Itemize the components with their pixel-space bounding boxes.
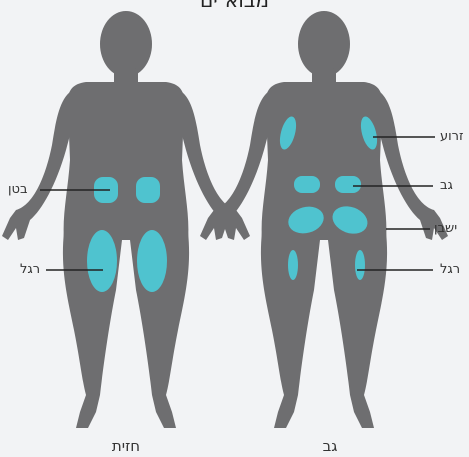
back-back-right-patch: [335, 176, 361, 193]
back-thigh-right-patch: [355, 250, 365, 280]
front-abdomen-right-patch: [136, 177, 160, 203]
label-back-arm: זרוע: [440, 130, 464, 144]
front-thigh-right-patch: [137, 230, 167, 292]
label-front-abdomen: בטן: [8, 183, 28, 197]
front-thigh-left-patch: [87, 230, 117, 292]
back-back-left-patch: [294, 176, 320, 193]
caption-back: גב: [290, 437, 370, 455]
label-back-back: גב: [440, 179, 453, 193]
label-front-leg: רגל: [20, 263, 40, 277]
caption-front: חזית: [86, 437, 166, 455]
back-thigh-left-patch: [288, 250, 298, 280]
label-back-buttock: ישבן: [434, 222, 457, 236]
label-back-leg: רגל: [440, 263, 460, 277]
